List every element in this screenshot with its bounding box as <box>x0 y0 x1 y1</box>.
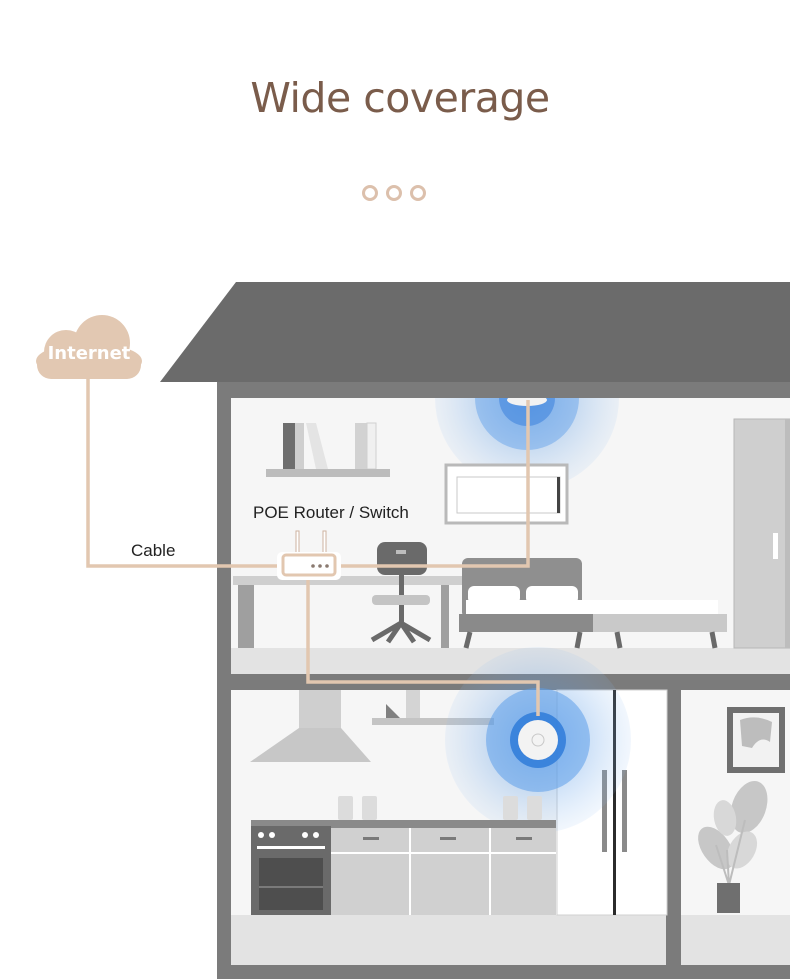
potted-plant <box>698 780 768 913</box>
carousel-dot[interactable] <box>386 185 402 201</box>
range-hood <box>250 690 371 762</box>
bed <box>459 558 727 649</box>
router-label: POE Router / Switch <box>253 503 409 522</box>
living-room-picture <box>727 707 785 773</box>
cable-label: Cable <box>131 541 176 560</box>
kitchen-shelf <box>372 690 494 725</box>
wardrobe <box>733 418 790 649</box>
carousel-dot[interactable] <box>410 185 426 201</box>
internet-label: Internet <box>47 343 131 364</box>
kitchen-floor <box>231 915 666 965</box>
desk <box>233 576 465 648</box>
bookshelf <box>266 422 390 477</box>
oven <box>251 826 331 915</box>
living-floor <box>681 915 790 965</box>
carousel-dot[interactable] <box>362 185 378 201</box>
page-title: Wide coverage <box>250 74 550 122</box>
lower-access-point-coverage <box>445 647 631 833</box>
carousel-indicator <box>362 185 426 201</box>
kitchen-jars <box>338 796 542 820</box>
network-cables <box>86 378 540 716</box>
poe-router-icon <box>277 530 341 580</box>
kitchen-cabinets <box>251 820 556 915</box>
roof <box>160 282 790 382</box>
wall-picture <box>444 463 569 525</box>
internet-cloud-icon <box>36 315 142 379</box>
